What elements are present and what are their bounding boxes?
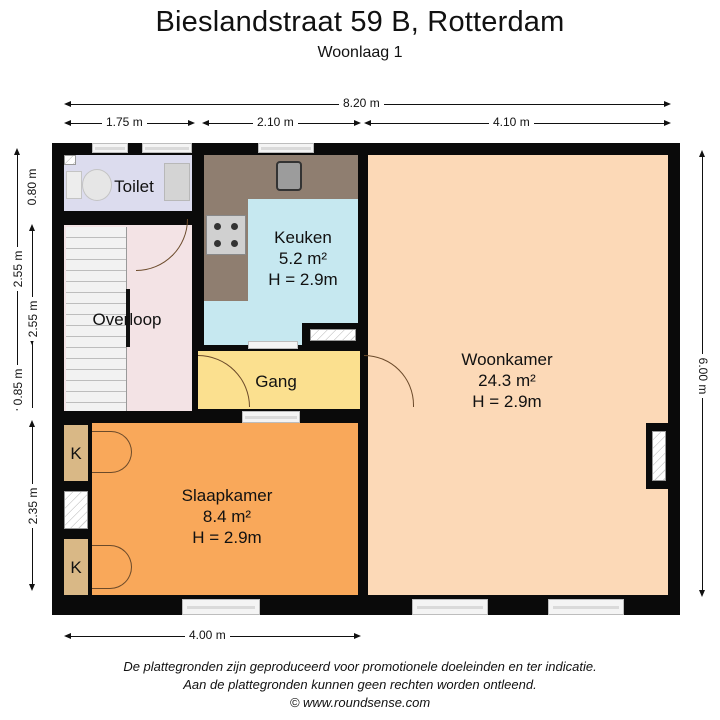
room-height: H = 2.9m bbox=[192, 528, 262, 547]
label-woonkamer: Woonkamer 24.3 m² H = 2.9m bbox=[432, 349, 582, 412]
label-kast-2: K bbox=[64, 557, 88, 578]
window-toilet-1 bbox=[92, 143, 128, 153]
window-woonkamer-bottom-2 bbox=[548, 599, 624, 615]
floorplan-title: Bieslandstraat 59 B, Rotterdam bbox=[155, 6, 565, 38]
stove-icon bbox=[206, 215, 246, 255]
dimension-label: 0.80 m bbox=[21, 165, 43, 209]
window-woonkamer-bottom-1 bbox=[412, 599, 488, 615]
room-kast-1[interactable] bbox=[64, 425, 88, 481]
room-name: Gang bbox=[255, 372, 297, 391]
room-slaapkamer[interactable] bbox=[92, 423, 358, 595]
room-height: H = 2.9m bbox=[472, 392, 542, 411]
room-name: Toilet bbox=[114, 177, 154, 196]
room-height: H = 2.9m bbox=[268, 270, 338, 289]
window-gang-slaapkamer bbox=[242, 411, 300, 423]
window-toilet-2 bbox=[142, 143, 192, 153]
room-area: 5.2 m² bbox=[278, 249, 328, 268]
dimension-label: 2.55 m bbox=[7, 247, 29, 291]
woonkamer-chimney bbox=[652, 431, 666, 481]
stair-handrail-icon bbox=[126, 289, 130, 347]
dimension-label: 2.35 m bbox=[22, 484, 44, 528]
room-woonkamer[interactable] bbox=[368, 155, 668, 595]
window-keuken bbox=[258, 143, 314, 153]
dimension-label: 4.10 m bbox=[489, 115, 534, 129]
dimension-label: 0.85 m bbox=[7, 365, 29, 409]
room-toilet[interactable] bbox=[64, 155, 192, 211]
staircase-icon bbox=[66, 227, 127, 411]
bedroom-shaft bbox=[64, 491, 88, 529]
room-name: K bbox=[70, 558, 82, 577]
toilet-bowl-icon bbox=[82, 169, 112, 201]
label-slaapkamer: Slaapkamer 8.4 m² H = 2.9m bbox=[162, 485, 292, 548]
label-toilet: Toilet bbox=[104, 176, 164, 197]
room-name: Slaapkamer bbox=[181, 486, 273, 505]
label-kast-1: K bbox=[64, 443, 88, 464]
dimension-label: 4.00 m bbox=[185, 628, 230, 642]
room-name: K bbox=[70, 444, 82, 463]
floor-level-subtitle: Woonlaag 1 bbox=[317, 44, 403, 61]
washbasin-icon bbox=[164, 163, 190, 201]
floorplan: Toilet Overloop Keuken 5.2 m² H = 2.9m G… bbox=[52, 143, 680, 615]
room-kast-2[interactable] bbox=[64, 539, 88, 595]
sink-icon bbox=[276, 161, 302, 191]
room-area: 8.4 m² bbox=[202, 507, 252, 526]
room-area: 24.3 m² bbox=[478, 371, 536, 390]
window-slaapkamer-bottom bbox=[182, 599, 260, 615]
disclaimer-line-1: De plattegronden zijn geproduceerd voor … bbox=[123, 659, 597, 674]
toilet-tank-icon bbox=[66, 171, 82, 199]
kitchen-shaft bbox=[310, 329, 356, 341]
label-keuken: Keuken 5.2 m² H = 2.9m bbox=[248, 227, 358, 290]
room-name: Woonkamer bbox=[461, 350, 553, 369]
shaft-icon bbox=[64, 155, 76, 165]
window-keuken-gang bbox=[248, 341, 298, 349]
dimension-label: 2.10 m bbox=[253, 115, 298, 129]
dimension-label: 2.55 m bbox=[22, 297, 44, 341]
dimension-label: 1.75 m bbox=[102, 115, 147, 129]
door-kast-2[interactable] bbox=[92, 545, 132, 589]
label-gang: Gang bbox=[244, 371, 308, 392]
dimension-label: 6.00 m bbox=[692, 354, 714, 398]
label-overloop: Overloop bbox=[82, 309, 172, 330]
dimension-label: 8.20 m bbox=[339, 96, 384, 110]
room-name: Overloop bbox=[92, 310, 162, 329]
copyright-link[interactable]: © www.roundsense.com bbox=[289, 695, 431, 710]
disclaimer-line-2: Aan de plattegronden kunnen geen rechten… bbox=[183, 677, 537, 692]
door-kast-1[interactable] bbox=[92, 431, 132, 473]
room-name: Keuken bbox=[274, 228, 332, 247]
